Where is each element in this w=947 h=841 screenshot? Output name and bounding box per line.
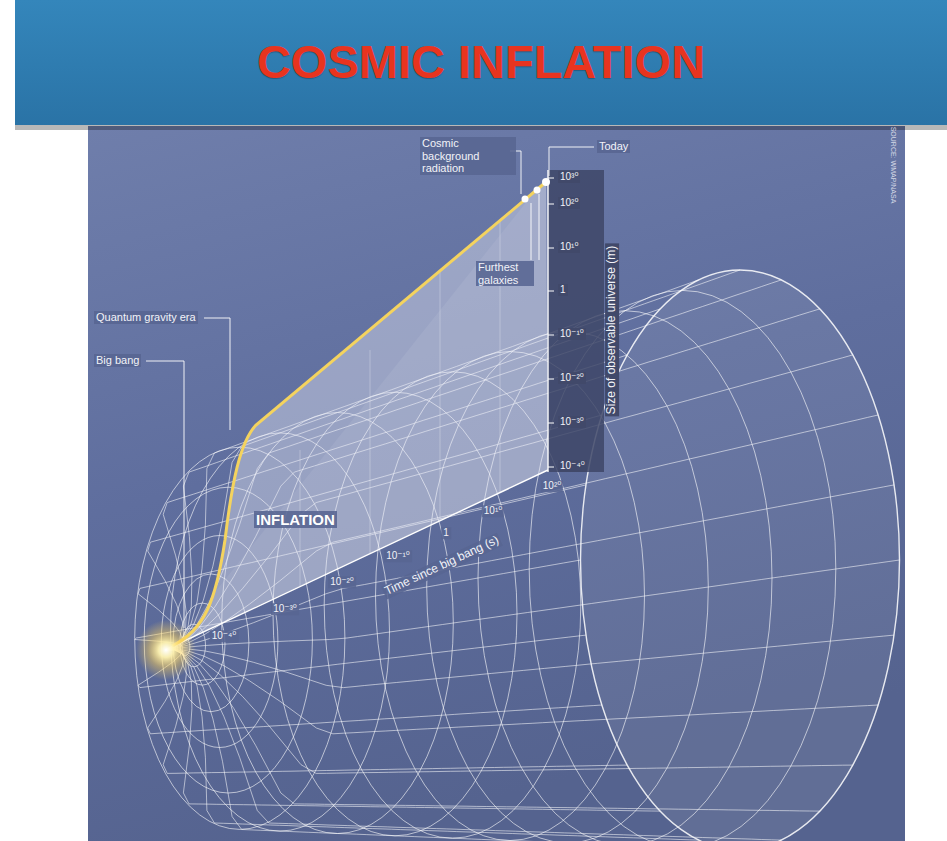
- funnel-meridian: [165, 650, 740, 841]
- tick-label: 10⁻⁴⁰: [558, 460, 587, 472]
- callout-label: Cosmic background radiation: [420, 137, 516, 175]
- era-label: INFLATION: [254, 511, 337, 528]
- title-bar: [15, 0, 947, 125]
- source-watermark: SOURCE: WMAP/NASA: [889, 125, 897, 206]
- leader-lines: [146, 147, 594, 628]
- big-bang-glow: [136, 620, 196, 680]
- shaded-area: [172, 182, 548, 646]
- size-axis-ticks: [548, 178, 554, 467]
- cmb-dot: [522, 196, 529, 203]
- funnel-meridian: [165, 649, 878, 734]
- back-wall: [548, 170, 604, 472]
- callout-label: Furthest galaxies: [476, 261, 534, 286]
- funnel-meridian: [163, 650, 627, 774]
- funnel-meridian: [165, 635, 894, 688]
- funnel-meridian: [165, 650, 660, 811]
- title-text: COSMIC INFLATION: [15, 34, 947, 89]
- plane-gridlines: [300, 220, 500, 586]
- callout-label: Big bang: [94, 354, 141, 367]
- size-axis: [547, 170, 548, 472]
- tick-label: 10²⁰: [558, 197, 580, 209]
- funnel-meridian: [138, 635, 586, 688]
- funnel-meridian: [148, 649, 602, 734]
- tick-label: 10⁻³⁰: [271, 603, 299, 615]
- tick-label: 10¹⁰: [482, 505, 504, 517]
- tick-label: 10⁻⁴⁰: [210, 630, 239, 642]
- tick-label: 1: [441, 527, 451, 539]
- axis-title: Size of observable universe (m): [605, 244, 619, 417]
- today-dot: [542, 178, 550, 186]
- tick-label: 10⁻²⁰: [328, 576, 356, 588]
- tick-label: 10⁻¹⁰: [558, 328, 586, 340]
- callout-label: Quantum gravity era: [94, 311, 198, 324]
- tick-label: 10³⁰: [558, 171, 580, 183]
- funnel-meridian: [165, 650, 853, 774]
- tick-label: 10⁻³⁰: [558, 416, 586, 428]
- funnel-meridian: [165, 650, 699, 840]
- funnel-meridian: [165, 650, 781, 840]
- tick-label: 10²⁰: [541, 480, 563, 492]
- callout-label: Today: [597, 140, 630, 153]
- funnel-ring: [529, 290, 836, 841]
- galaxies-dot: [534, 187, 541, 194]
- funnel-meridian: [165, 650, 820, 811]
- tick-label: 10⁻¹⁰: [384, 550, 412, 562]
- growth-curve: [172, 182, 546, 646]
- tick-label: 10⁻²⁰: [558, 372, 586, 384]
- tick-label: 1: [558, 284, 568, 296]
- graph-plane: [172, 175, 548, 646]
- tick-label: 10¹⁰: [558, 241, 580, 253]
